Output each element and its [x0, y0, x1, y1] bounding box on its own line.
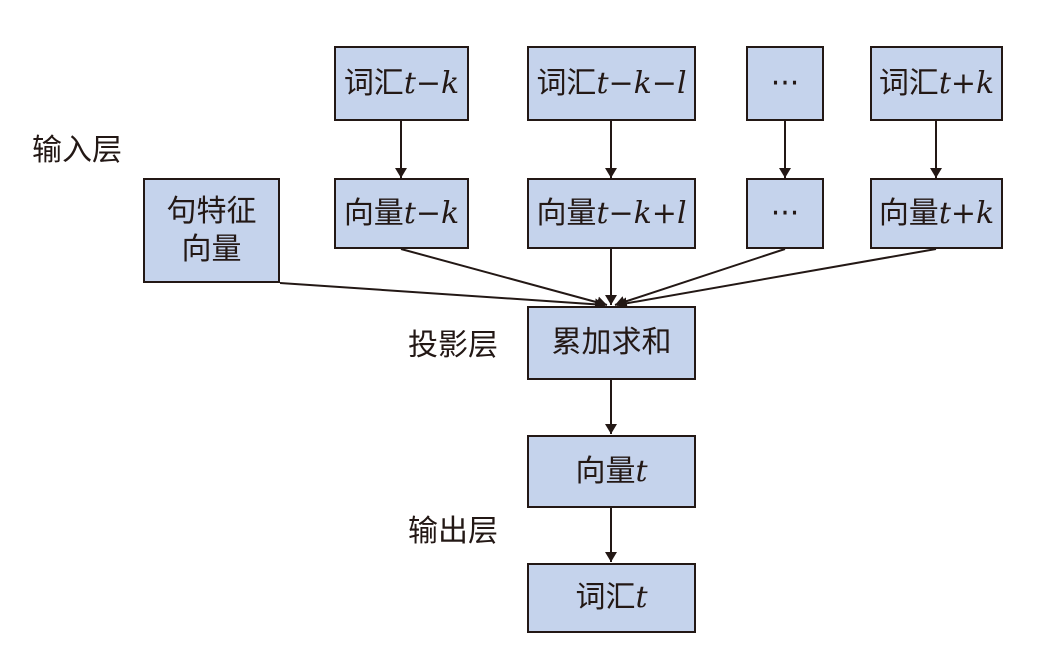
input-layer-label: 输入层 [32, 133, 122, 168]
vector-var: t+k [938, 195, 995, 231]
word-var: t+k [938, 65, 995, 101]
sentence-vector-line1: 句特征 [166, 194, 257, 229]
vector-node-ellipsis: ··· [746, 178, 824, 249]
arrow-vector4-to-sum [616, 248, 937, 310]
output-vector-var: t [635, 453, 648, 489]
output-vector-prefix: 向量 [575, 453, 636, 489]
vector-prefix: 向量 [536, 195, 597, 231]
output-word-var: t [635, 580, 648, 616]
arrow-vector3-to-sum [614, 248, 786, 308]
vector-ellipsis: ··· [770, 195, 800, 231]
vector-prefix: 向量 [878, 195, 939, 231]
sum-node: 累加求和 [527, 306, 696, 380]
sentence-feature-vector-node: 句特征 向量 [143, 178, 280, 283]
vector-var: t−k+l [596, 195, 687, 231]
word-ellipsis: ··· [770, 65, 800, 101]
word-var: t−k [403, 65, 460, 101]
vector-var: t−k [403, 195, 460, 231]
word-var: t−k−l [596, 65, 687, 101]
arrow-vector1-to-sum [400, 248, 608, 309]
word-node-ellipsis: ··· [746, 46, 824, 121]
projection-layer-label: 投影层 [408, 328, 498, 363]
vector-prefix: 向量 [343, 195, 404, 231]
output-layer-label: 输出层 [408, 514, 498, 549]
sentence-vector-line2: 向量 [181, 231, 242, 267]
word-prefix: 词汇 [536, 65, 597, 101]
output-word-prefix: 词汇 [575, 580, 636, 616]
arrow-sentence-to-sum [279, 282, 606, 311]
word-prefix: 词汇 [878, 65, 939, 101]
word-prefix: 词汇 [343, 65, 404, 101]
